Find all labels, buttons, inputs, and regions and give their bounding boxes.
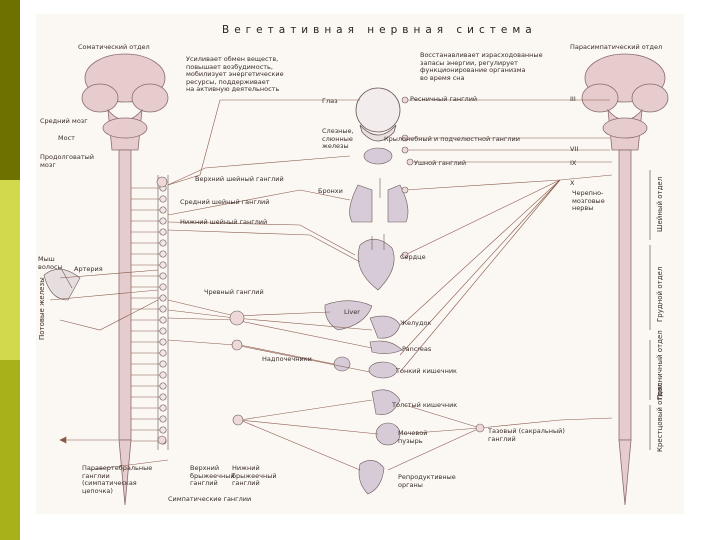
label-artery: Артерия <box>74 265 103 273</box>
label-upper-cervical: Верхний шейный ганглий <box>195 175 284 183</box>
chain-ganglion <box>159 217 167 225</box>
label-large-intestine: Толстый кишечник <box>392 401 458 409</box>
left-brain <box>81 53 169 151</box>
chain-ganglion <box>159 404 167 412</box>
label-section-cervical: Шейный отдел <box>656 176 664 232</box>
label-heart: Сердце <box>400 253 426 261</box>
label-section-sacral: Крестцовый отдел <box>656 382 664 452</box>
chain-ganglion <box>159 415 167 423</box>
organ-bladder <box>375 422 401 446</box>
label-small-intestine: Тонкий кишечник <box>396 367 457 375</box>
label-reproductive: Репродуктивные органы <box>398 473 456 489</box>
chain-ganglion <box>159 250 167 258</box>
chain-ganglion <box>159 327 167 335</box>
chain-ganglion <box>159 261 167 269</box>
chain-ganglion <box>159 338 167 346</box>
diagram-title: Вегетативная нервная система <box>222 24 537 36</box>
left-arrows <box>59 436 118 444</box>
label-lower-mesenteric: Нижний брыжеечный ганглий <box>232 464 277 487</box>
chain-ganglion <box>159 360 167 368</box>
left-header: Соматический отдел <box>78 43 150 51</box>
label-cn-x: X <box>570 179 575 187</box>
label-upper-mesenteric: Верхний брыжеечный ганглий <box>190 464 235 487</box>
chain-ganglion <box>159 426 167 434</box>
sympathetic-note: Усиливает обмен веществ, повышает возбуд… <box>186 55 284 93</box>
chain-ganglion <box>159 206 167 214</box>
left-decor-stripe-light <box>0 180 20 360</box>
label-cn-iii: III <box>570 95 576 103</box>
label-stomach: Желудок <box>400 319 432 327</box>
label-bladder: Мочевой пузырь <box>398 429 428 445</box>
organ-pancreas <box>369 340 403 354</box>
chain-ganglion <box>159 393 167 401</box>
label-section-thoracic: Грудной отдел <box>656 266 664 322</box>
right-header: Парасимпатический отдел <box>570 43 663 51</box>
label-pons: Мост <box>58 134 75 142</box>
label-sweat: Потовые железы <box>38 277 46 340</box>
peripheral-ganglia <box>156 96 485 445</box>
organ-heart <box>357 234 395 291</box>
chain-ganglion <box>159 349 167 357</box>
organ-small-intestine <box>368 361 398 379</box>
label-cn-vii: VII <box>570 145 579 153</box>
chain-ganglion <box>159 239 167 247</box>
segment-lines <box>131 187 160 442</box>
chain-ganglion <box>159 316 167 324</box>
parasympathetic-note: Восстанавливает израсходованные запасы э… <box>420 51 543 82</box>
organ-liver <box>324 300 373 331</box>
left-decor-stripe-mid <box>0 360 20 540</box>
label-pelvic: Тазовый (сакральный) ганглий <box>488 427 565 443</box>
chain-ganglion <box>159 382 167 390</box>
label-medulla: Продолговатый мозг <box>40 153 94 169</box>
label-paravertebral: Паравертебральные ганглии (симпатическая… <box>82 464 153 495</box>
chain-ganglion <box>159 283 167 291</box>
chain-ganglion <box>159 272 167 280</box>
label-glands: Слезные, слюнные железы <box>322 127 354 150</box>
chain-ganglion <box>159 195 167 203</box>
organ-lungs <box>349 178 409 223</box>
right-cord-tail <box>618 439 632 506</box>
label-middle-cervical: Средний шейный ганглий <box>180 198 270 206</box>
chain-ganglion <box>159 228 167 236</box>
organ-adrenal <box>333 356 351 372</box>
label-hair: Мыш волосы <box>38 255 63 271</box>
chain-ganglion <box>159 371 167 379</box>
organ-glands <box>363 147 393 165</box>
chain-ganglion <box>159 305 167 313</box>
label-pterygopalatine: Крылонебный и подчелюстной ганглии <box>384 135 520 143</box>
organ-large-intestine <box>371 389 401 415</box>
organ-head <box>355 87 401 142</box>
right-spinal-cord <box>618 149 632 441</box>
organ-reproductive <box>358 460 385 495</box>
parasympathetic-fibers <box>387 99 613 471</box>
label-liver: Liver <box>344 308 360 316</box>
label-bottom-caption: Симпатические ганглии <box>168 495 252 503</box>
label-adrenal: Надпочечники <box>262 355 312 363</box>
chain-ganglia <box>159 184 167 445</box>
right-brain <box>581 53 669 151</box>
label-celiac: Чревный ганглий <box>204 288 264 296</box>
left-cord-tail <box>118 439 132 506</box>
label-eye: Глаз <box>322 97 338 105</box>
left-spinal-cord <box>118 149 132 441</box>
label-midbrain: Средний мозг <box>40 117 88 125</box>
label-otic: Ушной ганглий <box>414 159 467 167</box>
organ-hair-skin <box>43 268 81 301</box>
label-lower-cervical: Нижний шейный ганглий <box>180 218 268 226</box>
label-pancreas: Pancreas <box>402 345 432 353</box>
label-ciliary: Ресничный ганглий <box>410 95 478 103</box>
chain-ganglion <box>159 294 167 302</box>
label-cn-ix: IX <box>570 159 577 167</box>
left-decor-stripe-dark <box>0 0 20 180</box>
organ-stomach <box>369 315 401 339</box>
label-vagus: Черепно- мозговые нервы <box>572 189 605 212</box>
sympathetic-fibers <box>49 99 379 471</box>
label-lungs: Бронхи <box>318 187 343 195</box>
